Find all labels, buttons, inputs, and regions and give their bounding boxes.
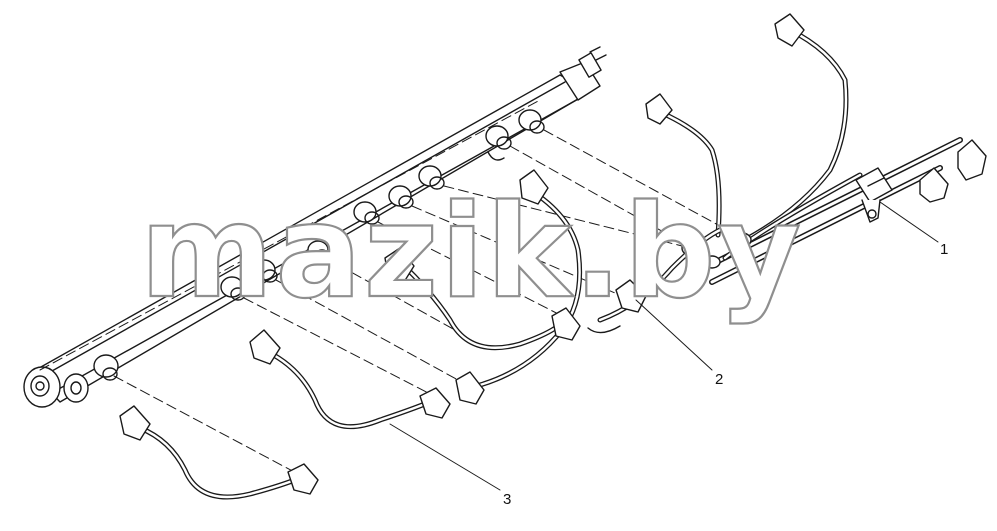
watermark-text: mazik.by — [140, 178, 803, 327]
fuel-rail — [23, 46, 607, 408]
pipe-clamp — [855, 167, 893, 223]
fuel-pipe-3 — [119, 247, 581, 500]
rail-outlet-fittings — [93, 109, 545, 381]
fuel-pipe-2 — [455, 169, 723, 405]
fuel-pipe-1 — [645, 13, 987, 285]
callout-label-1: 1 — [940, 241, 949, 258]
callout-leaders — [389, 201, 939, 491]
callout-label-2: 2 — [715, 371, 724, 388]
assembly-guide-lines — [39, 99, 743, 476]
callout-label-3: 3 — [503, 491, 512, 508]
